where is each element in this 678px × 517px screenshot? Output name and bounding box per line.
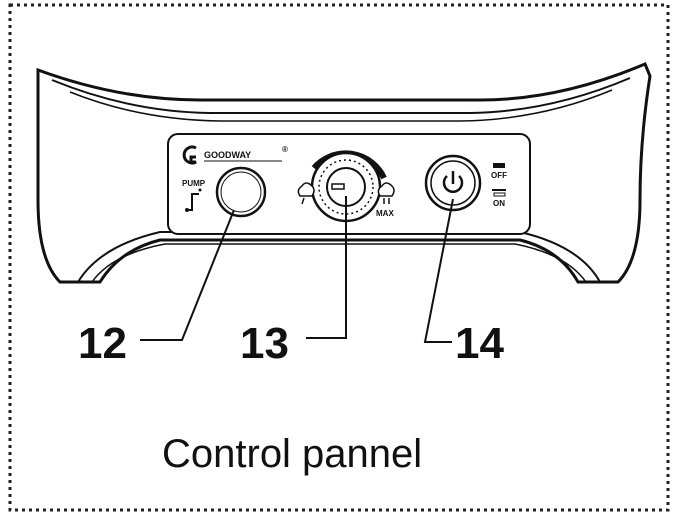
power-icon <box>442 171 464 193</box>
pump-label: PUMP <box>182 179 206 188</box>
dotted-frame <box>8 3 670 512</box>
leader-line-12 <box>140 209 235 341</box>
brand-logo-icon <box>182 145 197 165</box>
callout-14: 14 <box>455 319 504 368</box>
intensity-dial[interactable] <box>310 150 387 223</box>
leader-line-13 <box>306 196 347 339</box>
dial-max-label: MAX <box>376 209 394 218</box>
brand-logo: GOODWAY ® <box>182 145 288 165</box>
device-rim-top-inner <box>69 89 613 122</box>
dial-pointer <box>331 183 345 190</box>
callout-12: 12 <box>78 319 127 368</box>
power-off-label: OFF <box>491 171 507 180</box>
device-rim-bottom-inner <box>91 243 587 283</box>
power-on-label: ON <box>493 199 505 208</box>
leader-line-14 <box>423 198 454 343</box>
device-rim-top <box>51 77 631 114</box>
brand-name: GOODWAY <box>204 150 251 160</box>
power-off-indicator <box>493 163 505 168</box>
brand-trademark: ® <box>282 145 288 154</box>
diagram-caption: Control pannel <box>162 432 422 476</box>
callout-13: 13 <box>240 319 289 368</box>
mist-max-icon <box>377 182 395 204</box>
mist-min-icon <box>297 182 315 205</box>
pump-button[interactable] <box>215 166 267 218</box>
power-on-indicator <box>493 192 506 197</box>
device-rim-bottom <box>77 231 601 283</box>
